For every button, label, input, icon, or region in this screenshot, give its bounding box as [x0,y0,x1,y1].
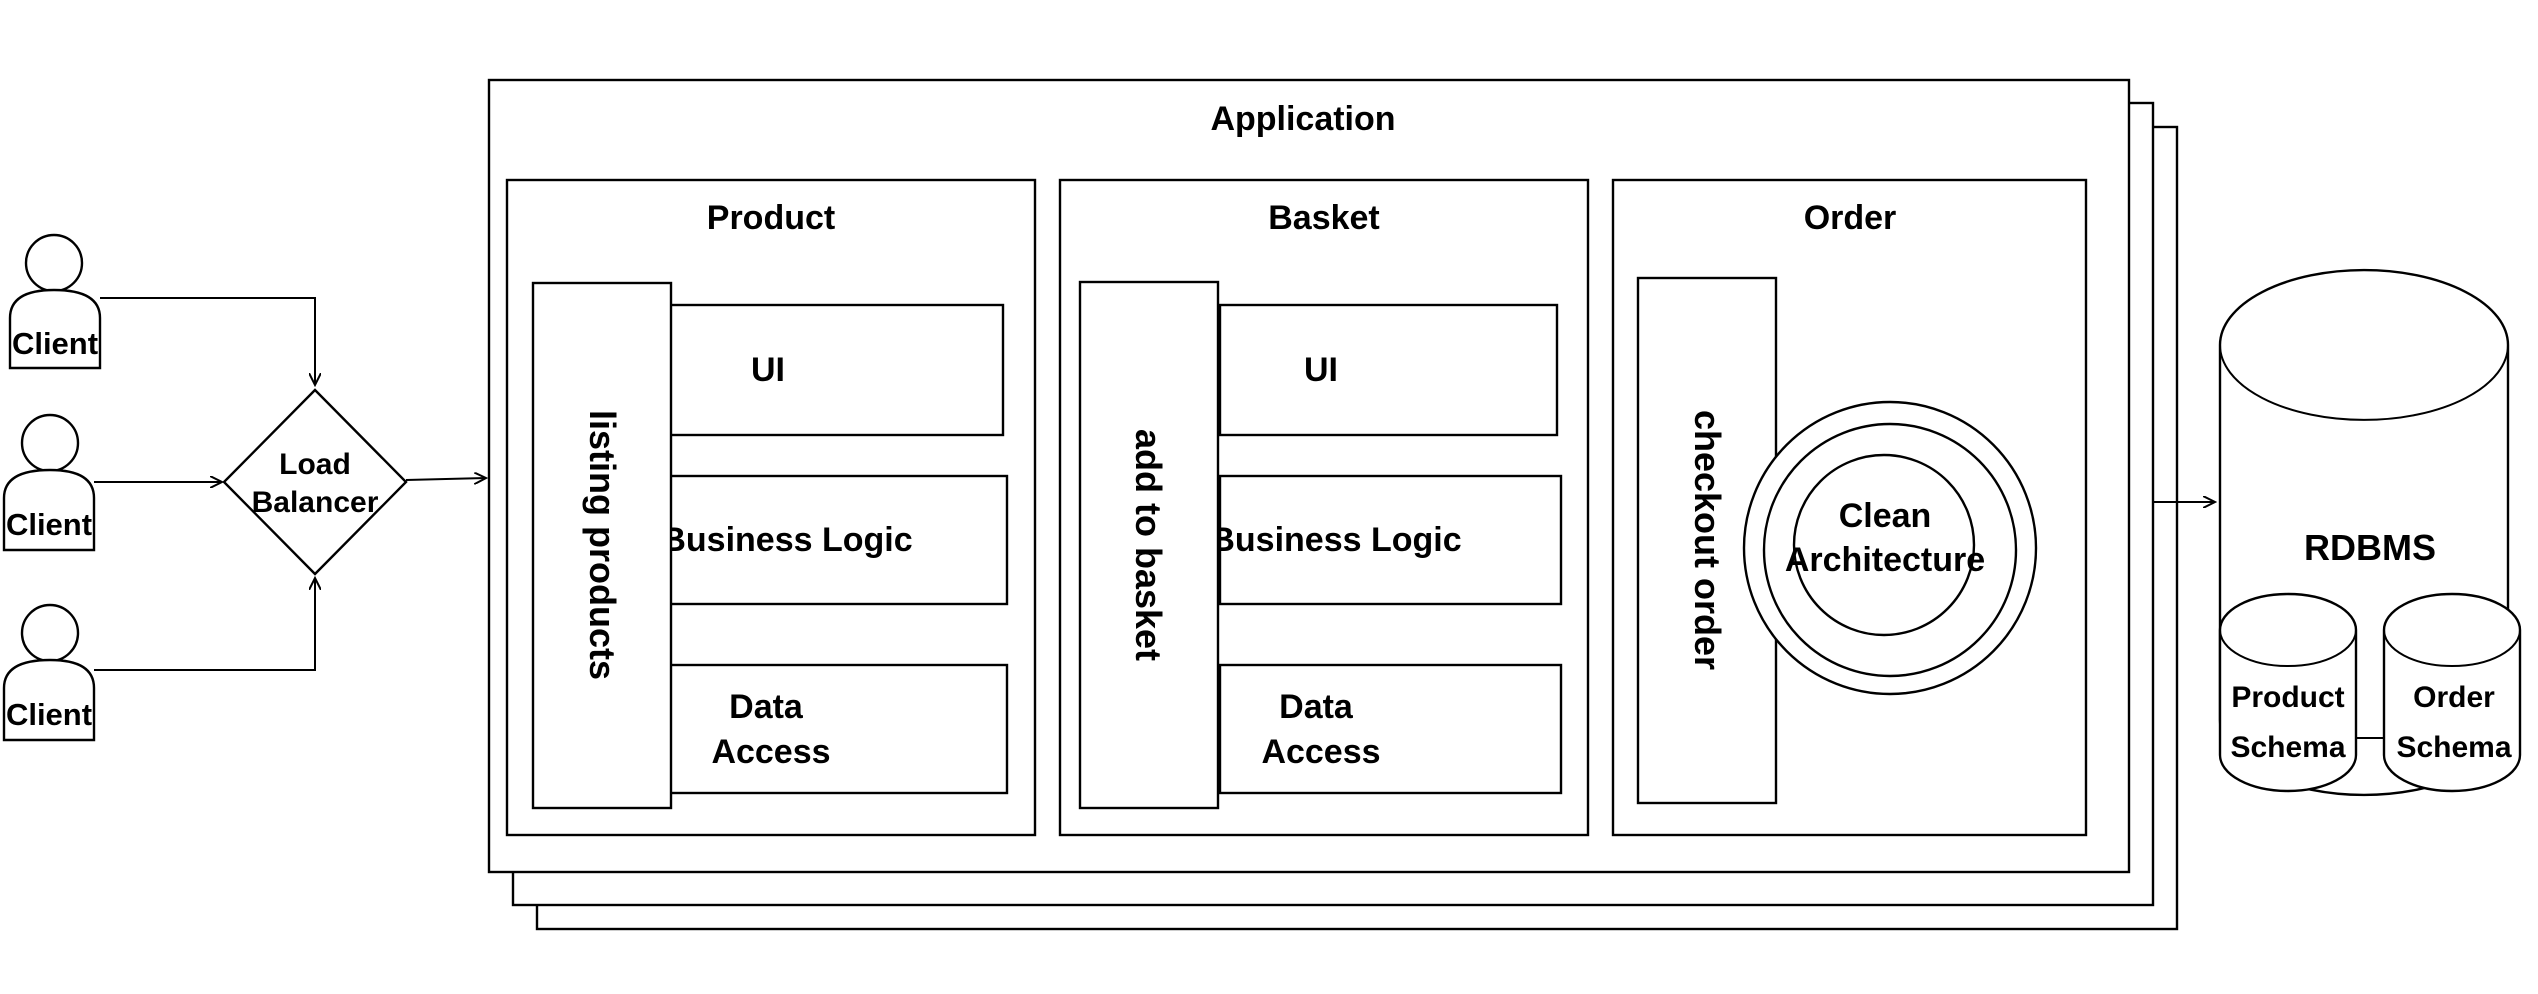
order-module[interactable]: Order checkout order Clean Architecture [1611,178,2088,837]
order-vertical-slice-label: checkout order [1687,410,1728,670]
client-body-icon [2,658,96,742]
rdbms-database[interactable]: RDBMS Product Schema Order Schema [2218,268,2522,797]
order-schema-label-line2: Schema [2396,731,2511,764]
product-schema-label-line2: Schema [2230,731,2345,764]
order-module-title: Order [1804,199,1897,237]
basket-module-title: Basket [1268,199,1380,237]
clean-architecture-icon [1742,400,2038,696]
product-schema-top-rim [2219,629,2357,667]
product-ui-label: UI [751,351,785,389]
client-body-icon [2,468,96,552]
product-schema-label-line1: Product [2231,681,2344,714]
product-business-logic-layer[interactable] [668,474,1009,606]
client-label: Client [6,697,92,732]
database-top-rim [2219,344,2509,421]
basket-module[interactable]: Basket UI Business Logic Data Access add… [1058,178,1590,837]
clean-architecture-inner-ring [1792,453,1976,637]
basket-vertical-slice[interactable] [1078,280,1220,810]
product-vertical-slice-label: listing products [582,410,623,680]
client-label: Client [12,326,98,361]
order-schema-top-rim [2383,629,2521,667]
clean-architecture-label-line2: Architecture [1785,541,1985,579]
product-vertical-slice[interactable] [531,281,673,810]
basket-vertical-slice-label: add to basket [1128,429,1169,661]
load-balancer-diamond [222,388,408,576]
client-1-connector [100,297,315,385]
product-data-access-label-line1: Data [729,688,804,726]
load-balancer-to-application-connector [405,478,486,480]
database-title: RDBMS [2304,527,2436,568]
client-body-icon [8,288,102,370]
basket-ui-label: UI [1304,351,1338,389]
application-title: Application [1210,100,1395,138]
order-schema-cylinder-icon [2382,592,2522,793]
product-schema-cylinder-icon [2218,592,2358,793]
client-label: Client [6,507,92,542]
product-schema[interactable]: Product Schema [2218,592,2358,793]
client-head-icon [20,413,80,473]
basket-data-access-layer[interactable] [1218,663,1563,795]
client-3-connector [94,578,315,671]
basket-data-access-label-line1: Data [1279,688,1354,726]
client-head-icon [24,233,84,293]
client-actor-1[interactable]: Client [8,233,102,370]
product-business-logic-label: Business Logic [661,521,912,559]
load-balancer-label-line1: Load [279,448,351,481]
basket-business-logic-label: Business Logic [1210,521,1461,559]
product-module[interactable]: Product UI Business Logic Data Access li… [505,178,1037,837]
client-actor-2[interactable]: Client [2,413,96,552]
basket-ui-layer[interactable] [1218,303,1559,437]
basket-data-access-label-line2: Access [1261,733,1380,771]
basket-business-logic-layer[interactable] [1218,474,1563,606]
clean-architecture-label-line1: Clean [1839,497,1932,535]
product-module-title: Product [707,199,835,237]
client-head-icon [20,603,80,663]
load-balancer-label-line2: Balancer [252,486,379,519]
client-actor-3[interactable]: Client [2,603,96,742]
product-data-access-layer[interactable] [668,663,1009,795]
order-schema[interactable]: Order Schema [2382,592,2522,793]
order-schema-label-line1: Order [2413,681,2495,714]
product-data-access-label-line2: Access [711,733,830,771]
product-ui-layer[interactable] [668,303,1005,437]
load-balancer[interactable]: Load Balancer [222,388,408,576]
